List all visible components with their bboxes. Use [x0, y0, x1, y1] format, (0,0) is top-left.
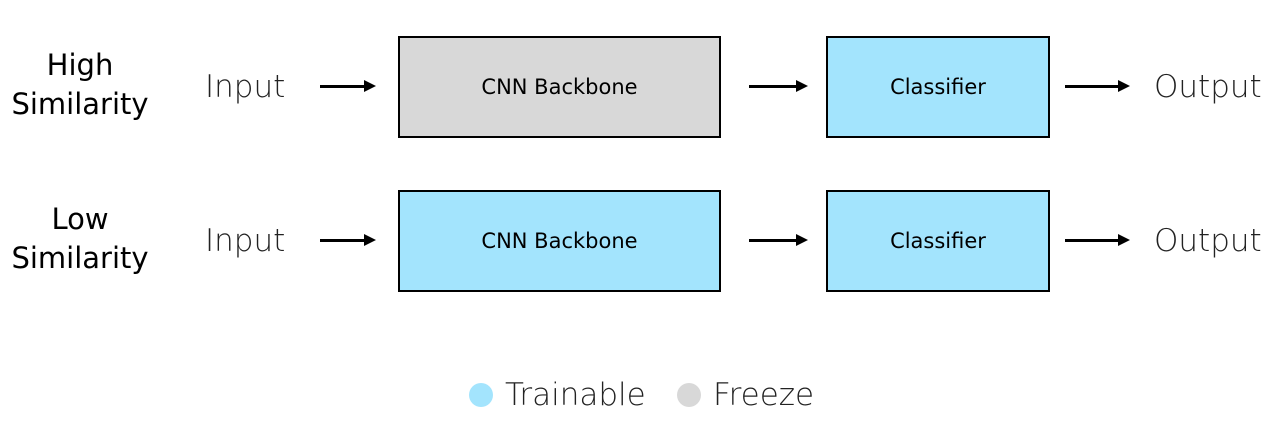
- row-label-line1: Low: [51, 202, 109, 236]
- row-label-low-similarity: Low Similarity: [0, 200, 160, 278]
- row-label-line2: Similarity: [11, 87, 149, 121]
- cnn-backbone-box: CNN Backbone: [398, 36, 721, 138]
- input-label: Input: [205, 223, 286, 259]
- row-high-similarity: High Similarity Input CNN Backbone Class…: [0, 36, 1283, 138]
- row-label-line1: High: [46, 48, 114, 82]
- legend-item-trainable: Trainable: [469, 372, 646, 418]
- legend-label-freeze: Freeze: [713, 377, 815, 413]
- classifier-box: Classifier: [826, 36, 1050, 138]
- classifier-label: Classifier: [890, 75, 986, 99]
- input-label: Input: [205, 69, 286, 105]
- legend-item-freeze: Freeze: [677, 372, 814, 418]
- cnn-backbone-label: CNN Backbone: [481, 229, 638, 253]
- classifier-label: Classifier: [890, 229, 986, 253]
- trainable-dot-icon: [469, 383, 493, 407]
- cnn-backbone-box: CNN Backbone: [398, 190, 721, 292]
- freeze-dot-icon: [677, 383, 701, 407]
- row-label-line2: Similarity: [11, 241, 149, 275]
- legend: Trainable Freeze: [0, 372, 1283, 418]
- output-label: Output: [1154, 69, 1262, 105]
- classifier-box: Classifier: [826, 190, 1050, 292]
- legend-label-trainable: Trainable: [505, 377, 646, 413]
- output-label: Output: [1154, 223, 1262, 259]
- cnn-backbone-label: CNN Backbone: [481, 75, 638, 99]
- row-label-high-similarity: High Similarity: [0, 46, 160, 124]
- row-low-similarity: Low Similarity Input CNN Backbone Classi…: [0, 190, 1283, 292]
